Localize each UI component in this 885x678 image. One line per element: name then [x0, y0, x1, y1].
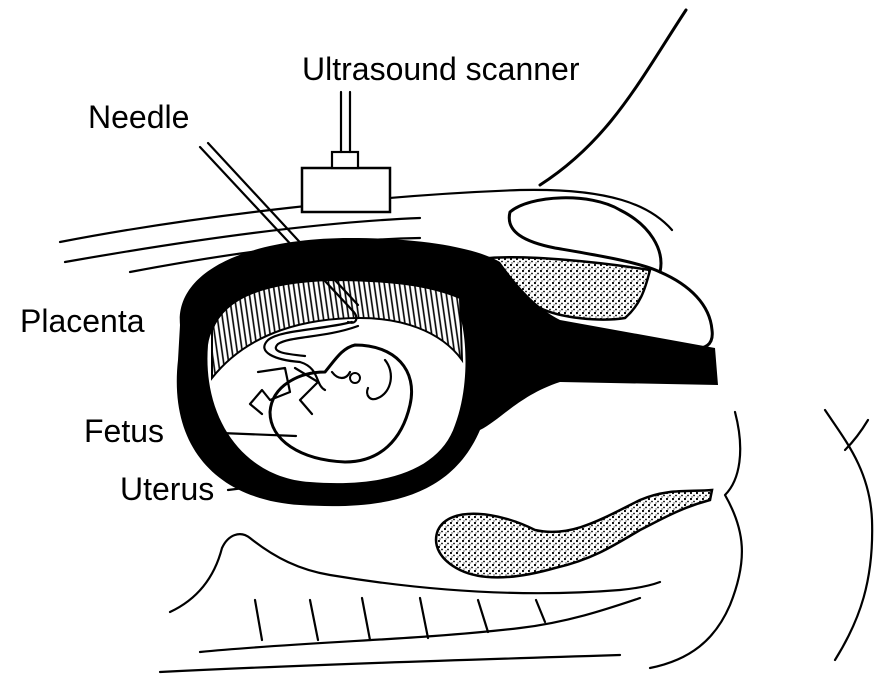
back-contour: [540, 10, 686, 185]
ultrasound-probe: [302, 168, 390, 212]
label-ultrasound-scanner: Ultrasound scanner: [302, 51, 580, 87]
label-uterus: Uterus: [120, 471, 214, 507]
label-fetus: Fetus: [84, 413, 164, 449]
label-placenta: Placenta: [20, 303, 145, 339]
leg-contour: [650, 412, 742, 668]
fetus-head-detail: [367, 360, 391, 399]
vertebra-dividers: [255, 598, 545, 640]
spine-lower-outline: [200, 598, 640, 652]
fetus-eye: [350, 373, 360, 383]
bottom-curve: [160, 655, 620, 672]
umbilical-cord: [264, 322, 358, 390]
probe-cable: [341, 92, 350, 152]
probe-neck: [332, 152, 358, 168]
hip-contour: [845, 420, 868, 450]
stippled-tissue-lower: [436, 490, 712, 577]
fetus-body: [270, 345, 412, 462]
label-needle: Needle: [88, 99, 189, 135]
